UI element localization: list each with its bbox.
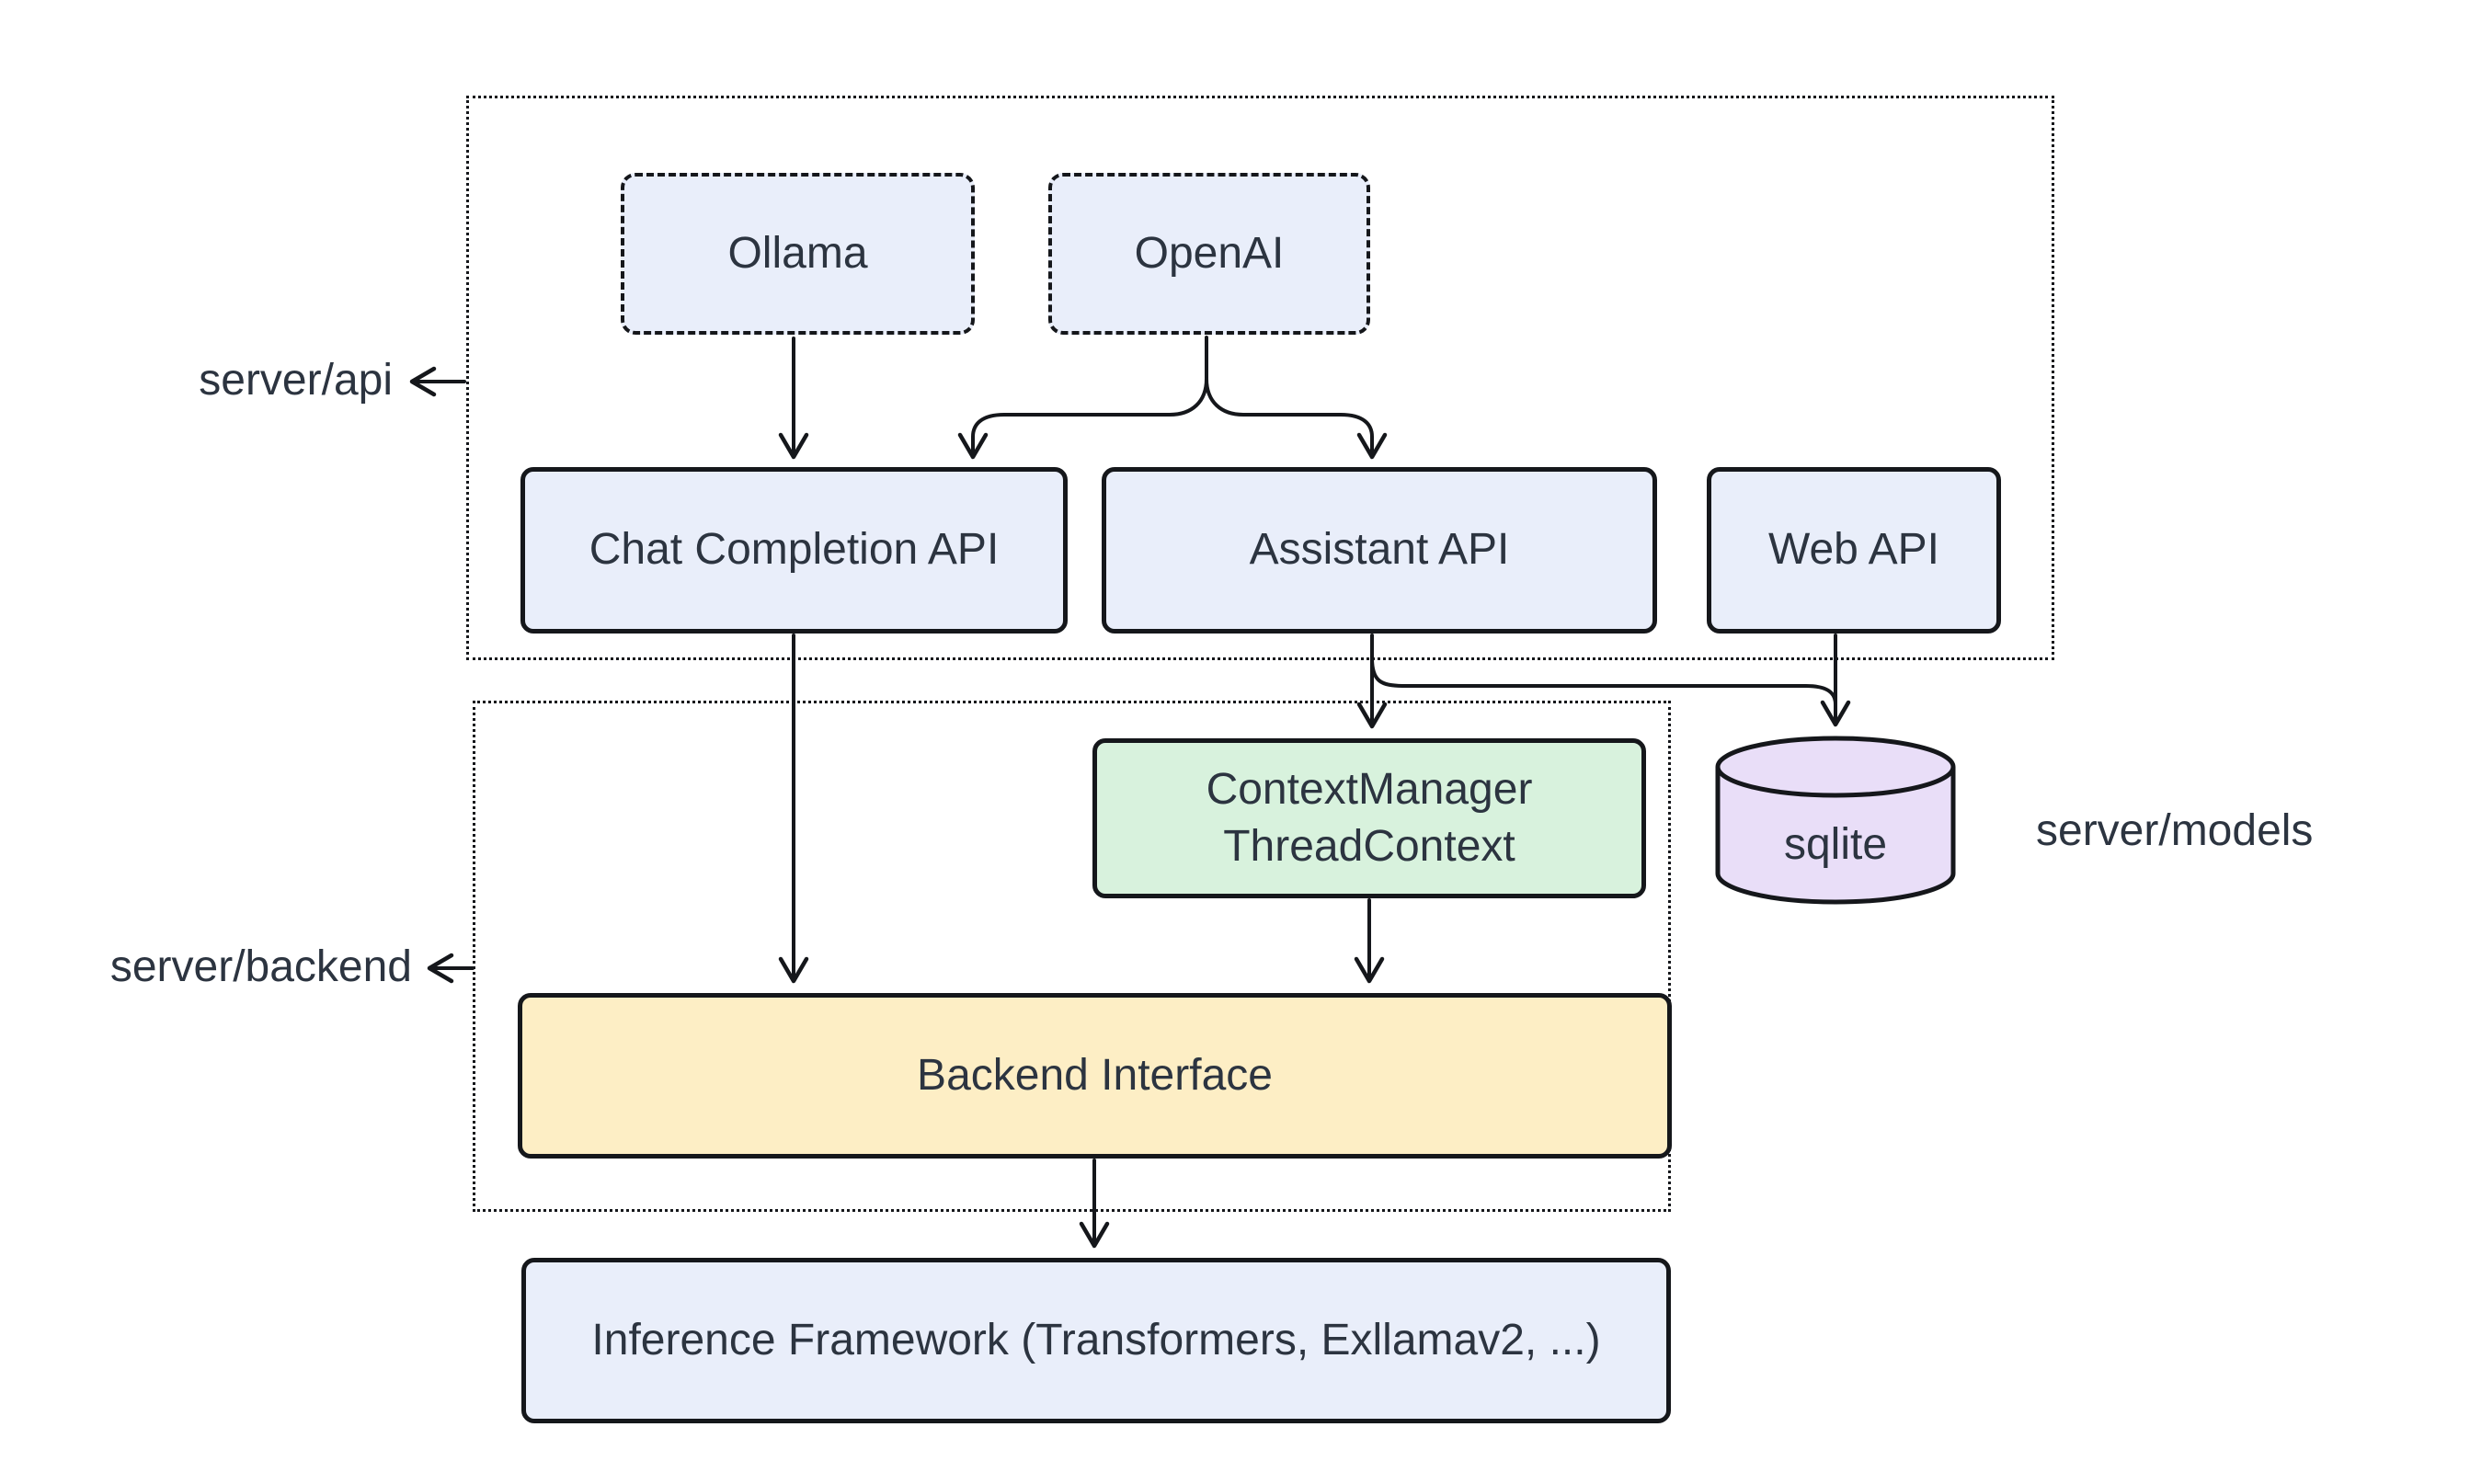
server-backend-label: server/backend — [109, 942, 412, 991]
node-backend-interface-label: Backend Interface — [917, 1050, 1273, 1100]
node-assistant-api: Assistant API — [1102, 467, 1657, 634]
node-chat-completion-api-label: Chat Completion API — [589, 525, 1000, 575]
server-api-container — [466, 96, 2054, 660]
node-web-api: Web API — [1707, 467, 2001, 634]
node-openai: OpenAI — [1048, 173, 1370, 335]
sqlite-text: sqlite — [1783, 819, 1888, 869]
node-assistant-api-label: Assistant API — [1249, 525, 1510, 575]
node-inference-framework: Inference Framework (Transformers, Exlla… — [521, 1258, 1671, 1423]
node-inference-framework-label: Inference Framework (Transformers, Exlla… — [591, 1315, 1601, 1364]
node-sqlite-label: sqlite — [1718, 816, 1953, 872]
server-models-label: server/models — [2036, 806, 2314, 855]
node-context-manager: ContextManager ThreadContext — [1092, 738, 1646, 898]
node-ollama: Ollama — [621, 173, 975, 335]
edge-assistant-to-sqlite — [1370, 656, 1837, 706]
server-api-label: server/api — [199, 356, 393, 405]
node-context-manager-line1: ContextManager — [1206, 764, 1533, 814]
node-openai-label: OpenAI — [1134, 228, 1285, 278]
server-backend-container — [473, 701, 1671, 1212]
node-web-api-label: Web API — [1768, 525, 1939, 575]
node-ollama-label: Ollama — [727, 228, 868, 278]
node-backend-interface: Backend Interface — [518, 993, 1672, 1159]
node-chat-completion-api: Chat Completion API — [520, 467, 1068, 634]
node-context-manager-line2: ThreadContext — [1223, 822, 1515, 871]
